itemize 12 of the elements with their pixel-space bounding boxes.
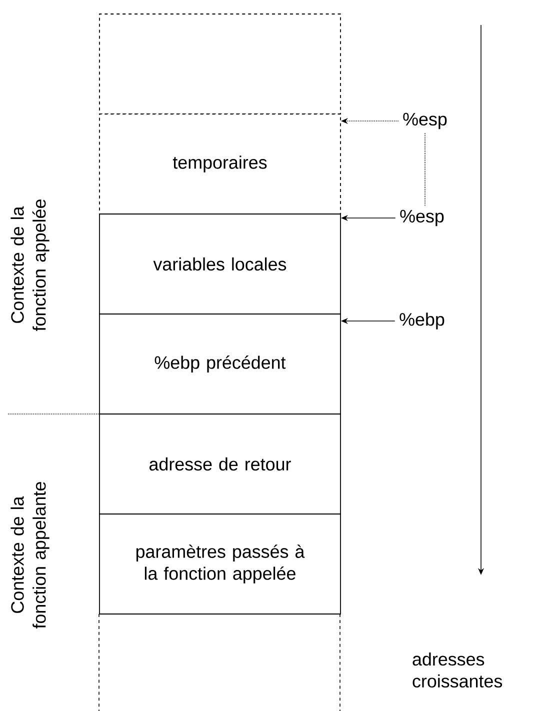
register-label: %esp <box>400 210 444 226</box>
empty-stack-slot <box>99 14 341 114</box>
stack-slot: %ebp précédent <box>99 314 341 414</box>
stack-slot: adresse de retour <box>99 414 341 514</box>
register-label: %esp <box>403 112 447 130</box>
stack-slot: paramètres passés à la fonction appelée <box>99 514 341 614</box>
register-label: %ebp <box>400 312 444 330</box>
stack-slot: variables locales <box>99 214 341 314</box>
side-label: Contexte de la fonction appelante <box>10 482 50 629</box>
side-label: Contexte de la fonction appelée <box>10 200 50 332</box>
axis-label: adresses croissantes <box>412 652 502 688</box>
stack-slot: temporaires <box>99 114 341 214</box>
